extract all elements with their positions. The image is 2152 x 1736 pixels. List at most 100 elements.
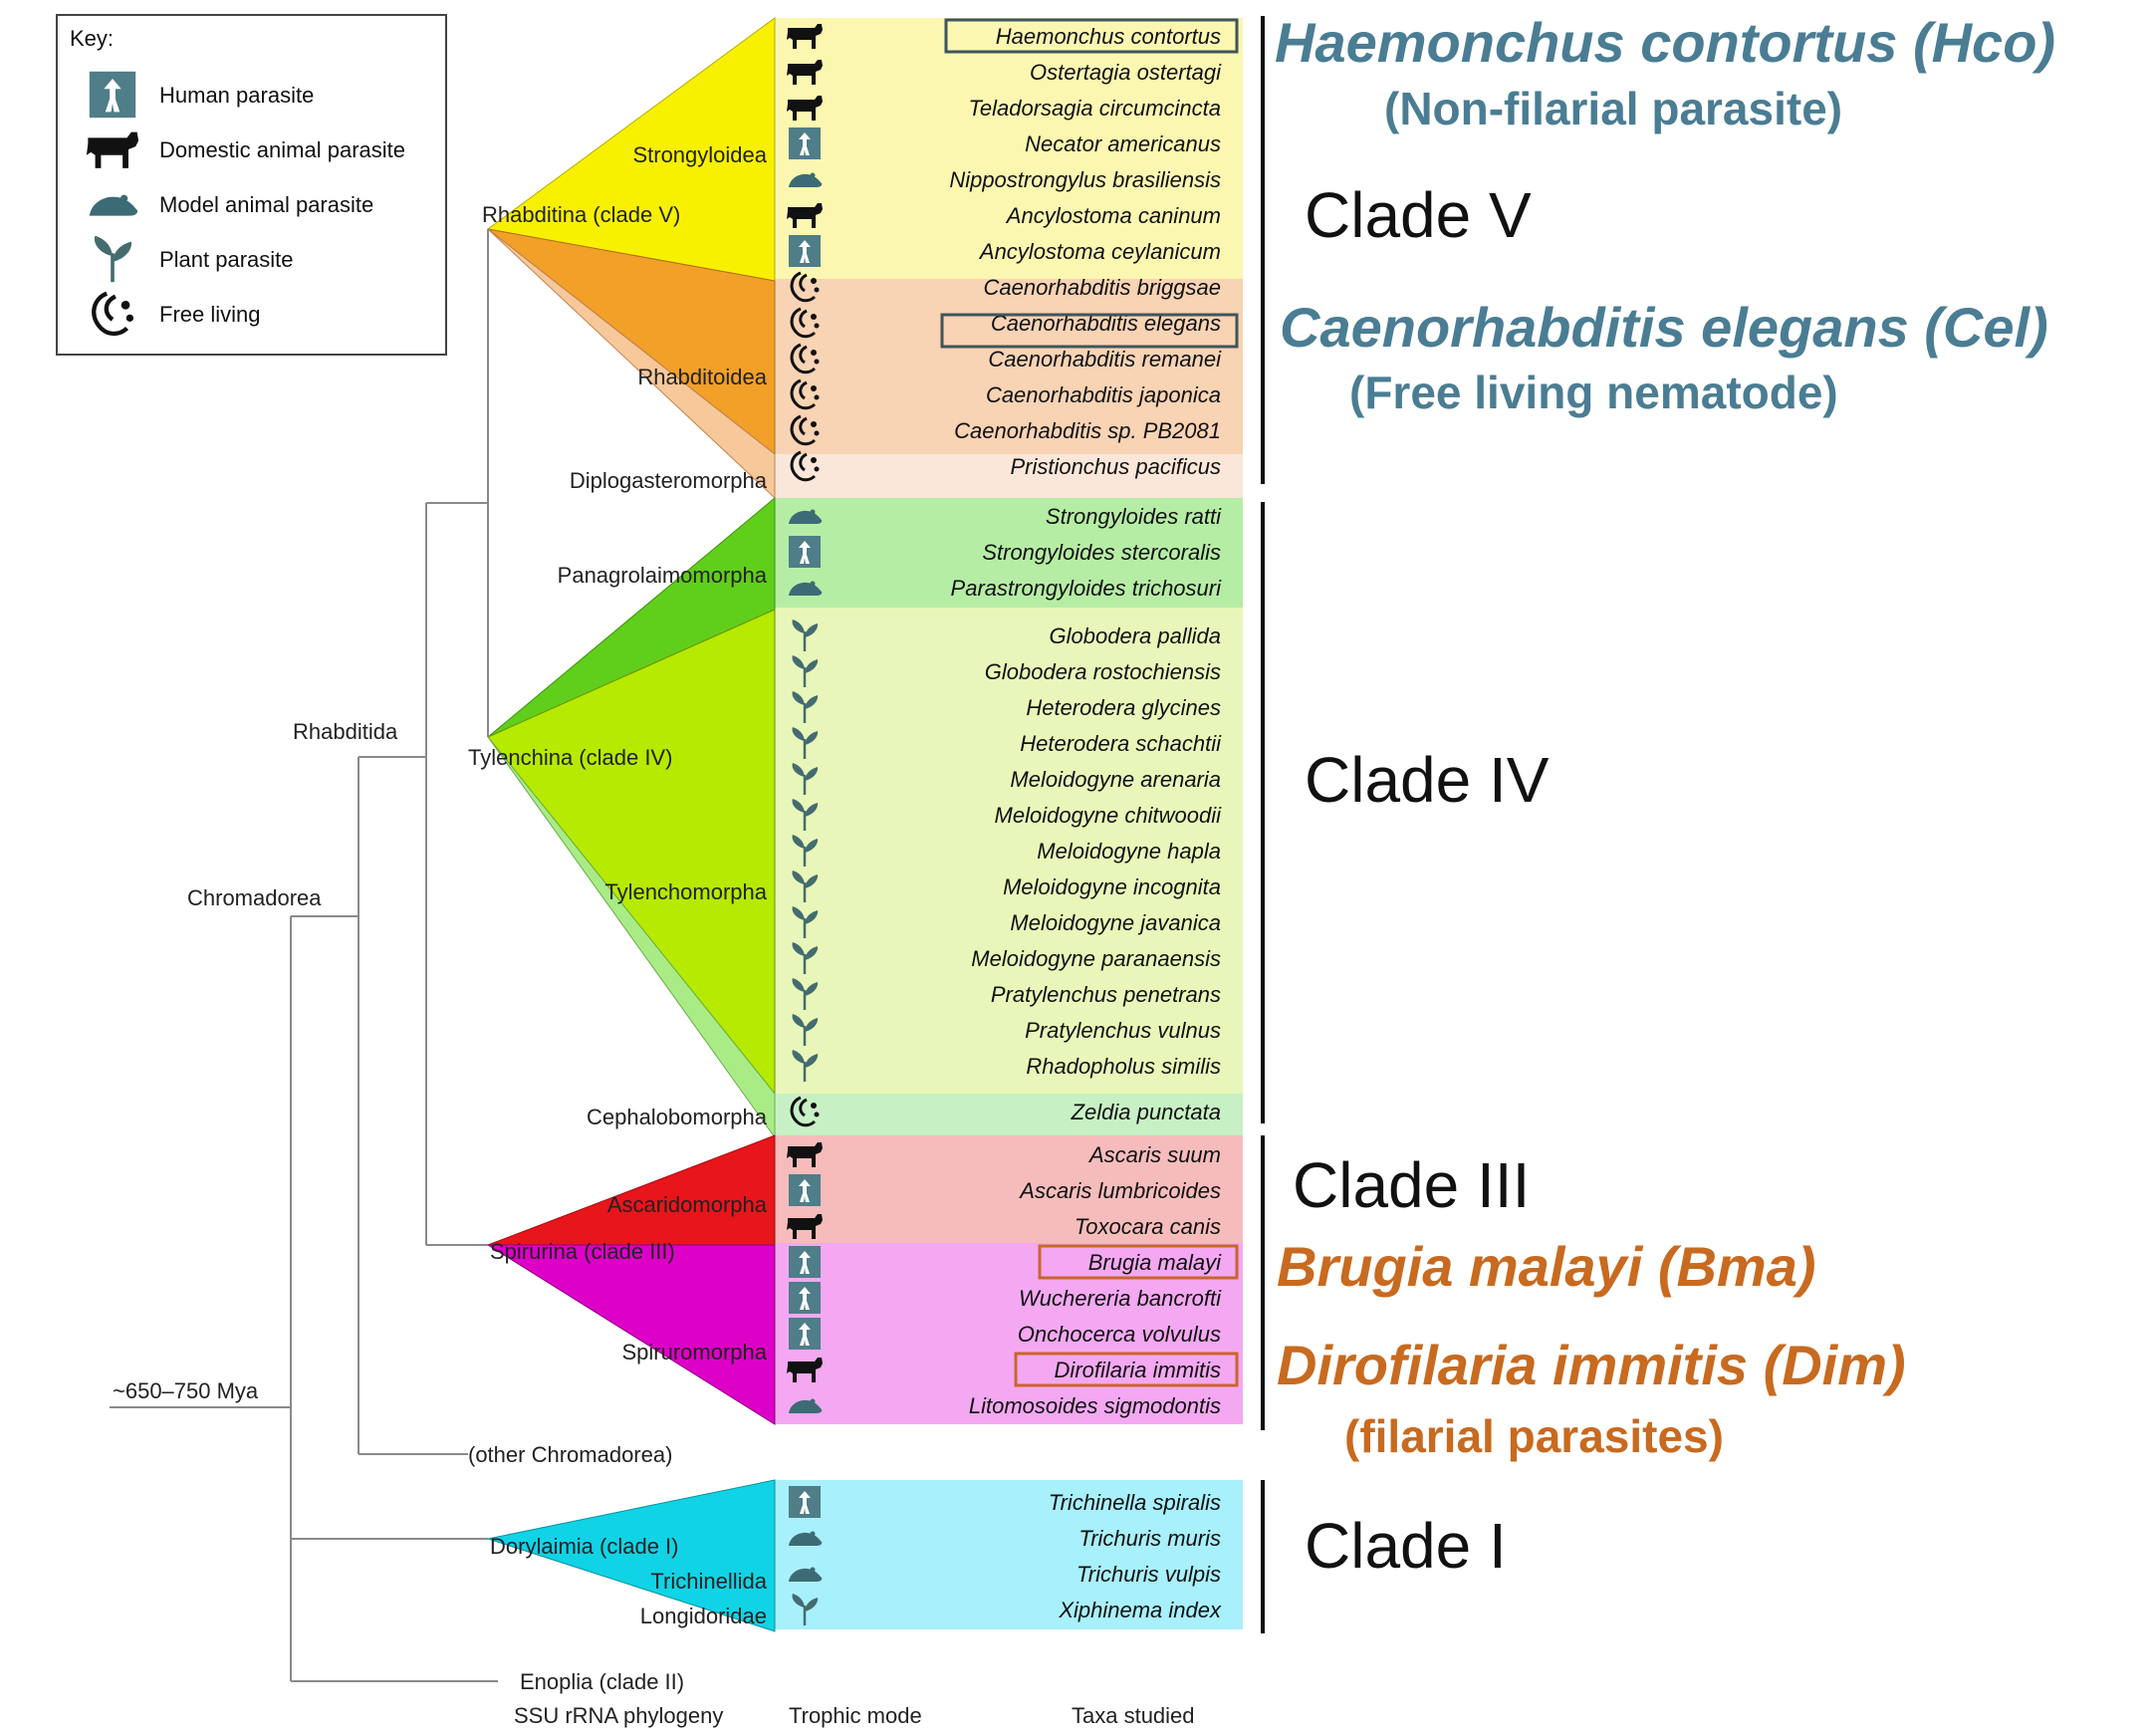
taxon-name: Heterodera schachtii	[1020, 731, 1222, 756]
plant-icon	[792, 978, 819, 1010]
dim-title: Dirofilaria immitis (Dim)	[1277, 1334, 1906, 1396]
taxon-name: Meloidogyne javanica	[1010, 910, 1221, 935]
cow-icon	[787, 203, 823, 228]
label-strongyloidea: Strongyloidea	[632, 142, 767, 167]
rodent-icon	[789, 509, 823, 524]
taxon-name: Caenorhabditis sp. PB2081	[954, 418, 1221, 443]
label-chromadorea: Chromadorea	[187, 885, 322, 910]
taxon-name: Haemonchus contortus	[996, 24, 1221, 49]
rodent-icon	[789, 1531, 823, 1546]
taxon-name: Rhadopholus similis	[1026, 1054, 1221, 1079]
label-rhabditina: Rhabditina (clade V)	[482, 202, 680, 227]
plant-icon	[792, 1050, 819, 1082]
triangle-spiruro	[486, 1244, 776, 1425]
taxon-name: Parastrongyloides trichosuri	[951, 576, 1223, 601]
footer-phylogeny: SSU rRNA phylogeny	[514, 1703, 723, 1728]
species-annotations: Haemonchus contortus (Hco) (Non-filarial…	[1275, 11, 2055, 1462]
cel-subtitle: (Free living nematode)	[1349, 367, 1838, 418]
label-trichinellida: Trichinellida	[650, 1569, 767, 1594]
clade-names: Clade V Clade IV Clade III Clade I	[1293, 179, 1550, 1582]
free-living-icon	[92, 291, 134, 337]
plant-icon	[792, 655, 819, 687]
filarial-subtitle: (filarial parasites)	[1344, 1410, 1724, 1462]
taxon-name: Pristionchus pacificus	[1010, 454, 1221, 479]
rodent-icon	[789, 172, 823, 187]
clade-v-label: Clade V	[1305, 179, 1532, 251]
band-ascarido	[775, 1135, 1243, 1243]
cel-title: Caenorhabditis elegans (Cel)	[1280, 296, 2048, 359]
taxon-name: Teladorsagia circumcincta	[968, 96, 1221, 121]
cow-icon	[787, 60, 823, 85]
taxon-name: Litomosoides sigmodontis	[969, 1393, 1221, 1418]
tree-lines	[110, 229, 498, 1682]
taxon-name: Caenorhabditis briggsae	[984, 275, 1222, 300]
plant-icon	[792, 906, 819, 938]
band-tylench	[775, 608, 1243, 1094]
human-parasite-icon	[89, 71, 136, 119]
human-parasite-icon	[789, 1174, 821, 1206]
taxon-name: Ancylostoma caninum	[1005, 203, 1221, 228]
taxon-name: Toxocara canis	[1075, 1214, 1221, 1239]
triangle-ascarido	[487, 1134, 776, 1246]
label-ascaridomorpha: Ascaridomorpha	[607, 1192, 768, 1217]
clade-triangles	[486, 17, 776, 1632]
triangle-tylench	[487, 609, 776, 1096]
taxon-name: Meloidogyne hapla	[1037, 839, 1221, 864]
label-longidoridae: Longidoridae	[640, 1604, 767, 1628]
taxon-name: Meloidogyne paranaensis	[971, 946, 1221, 971]
taxon-name: Ostertagia ostertagi	[1030, 60, 1222, 85]
label-diplogasteromorpha: Diplogasteromorpha	[570, 468, 768, 493]
taxon-name: Ascaris lumbricoides	[1018, 1178, 1221, 1203]
human-parasite-icon	[789, 1282, 821, 1314]
taxon-name: Onchocerca volvulus	[1018, 1322, 1221, 1347]
label-spirurina: Spirurina (clade III)	[490, 1239, 675, 1264]
plant-icon	[792, 942, 819, 974]
taxon-name: Zeldia punctata	[1071, 1100, 1221, 1124]
free-living-icon	[790, 307, 820, 339]
cow-icon	[787, 1358, 823, 1382]
label-rhabditoidea: Rhabditoidea	[637, 365, 767, 389]
cow-icon	[787, 1214, 823, 1239]
human-parasite-icon	[789, 1318, 821, 1350]
taxa-bands	[775, 18, 1243, 1629]
taxon-name: Heterodera glycines	[1026, 695, 1221, 720]
label-tylenchomorpha: Tylenchomorpha	[604, 879, 767, 904]
taxon-name: Trichinella spiralis	[1049, 1490, 1221, 1515]
plant-icon	[792, 870, 819, 902]
band-strongyloidea	[775, 18, 1243, 279]
taxon-name: Caenorhabditis japonica	[986, 382, 1221, 407]
taxon-name: Trichuris vulpis	[1076, 1562, 1221, 1587]
taxon-name: Trichuris muris	[1078, 1526, 1221, 1551]
highlight-boxes	[940, 18, 1239, 1387]
taxon-name: Dirofilaria immitis	[1055, 1358, 1221, 1382]
cow-icon	[787, 24, 823, 49]
triangle-dorylaimia	[486, 1479, 776, 1632]
box-dirofilaria	[1014, 1352, 1239, 1387]
footer-taxa-studied: Taxa studied	[1072, 1703, 1195, 1728]
taxon-name: Xiphinema index	[1058, 1598, 1222, 1622]
taxon-name: Caenorhabditis remanei	[988, 347, 1222, 372]
rodent-icon	[789, 1398, 823, 1413]
label-rhabditida: Rhabditida	[293, 719, 398, 744]
plant-icon	[94, 235, 132, 283]
band-panagrolaimo	[775, 498, 1243, 608]
taxon-name: Meloidogyne chitwoodii	[995, 803, 1223, 828]
taxon-name: Necator americanus	[1025, 131, 1221, 156]
taxon-name: Meloidogyne arenaria	[1010, 767, 1221, 792]
key-title: Key:	[70, 26, 114, 51]
free-living-icon	[790, 343, 820, 374]
taxon-name: Ascaris suum	[1087, 1142, 1221, 1167]
label-cephalobomorpha: Cephalobomorpha	[587, 1105, 768, 1129]
clade-iii-label: Clade III	[1293, 1149, 1530, 1221]
label-tylenchina: Tylenchina (clade IV)	[468, 745, 672, 770]
cow-icon	[86, 131, 139, 168]
plant-icon	[792, 763, 819, 795]
plant-icon	[792, 691, 819, 723]
taxon-name: Pratylenchus penetrans	[991, 982, 1221, 1007]
box-brugia	[1038, 1244, 1239, 1280]
plant-icon	[792, 799, 819, 831]
